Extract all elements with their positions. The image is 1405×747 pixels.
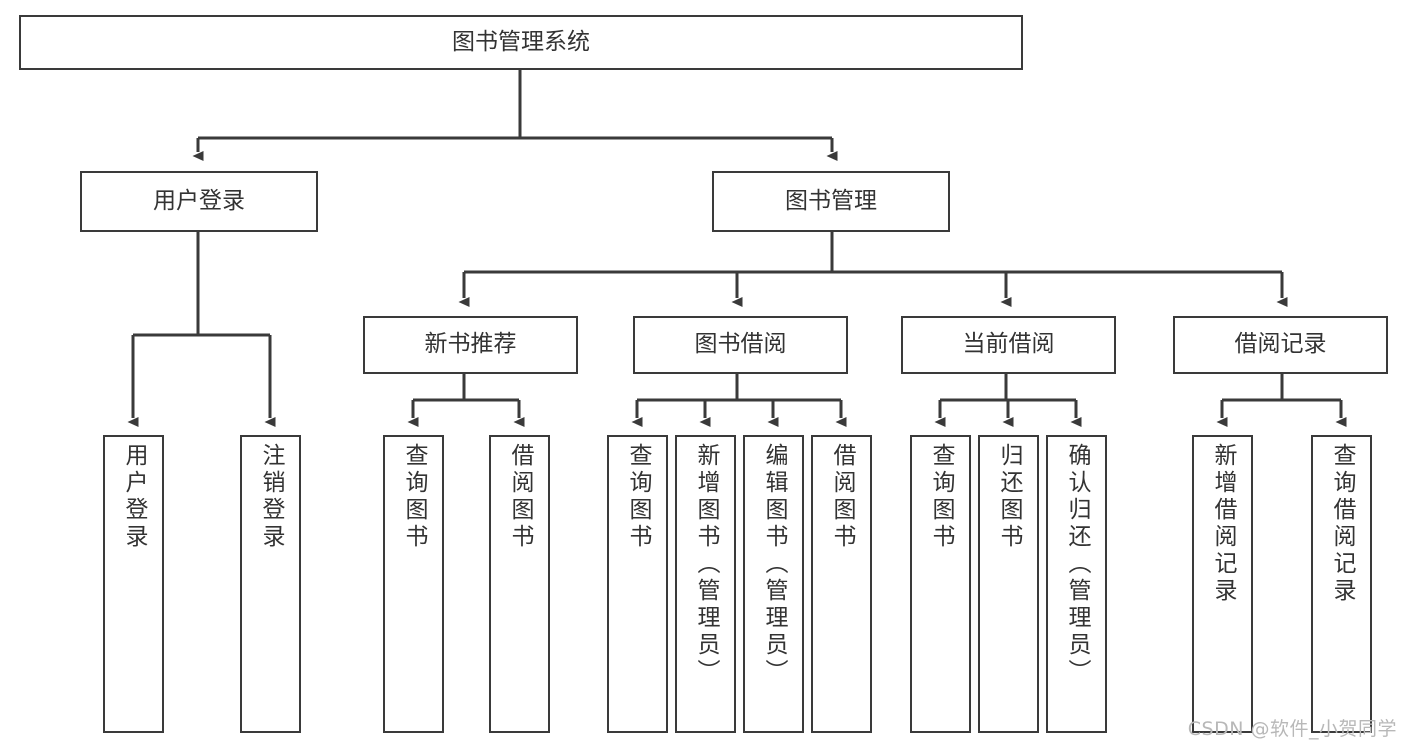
node-new-book-recommend-label: 新书推荐: [424, 331, 517, 358]
leaf-record-add-label: 新增借阅记录: [1210, 443, 1236, 605]
leaf-current-query-book-label: 查询图书: [928, 443, 954, 551]
node-user-login-label: 用户登录: [153, 187, 245, 214]
leaf-record-query[interactable]: 查询借阅记录: [1311, 435, 1372, 733]
leaf-user-login-signin[interactable]: 用户登录: [103, 435, 164, 733]
node-root-label: 图书管理系统: [452, 28, 590, 55]
leaf-borrow-add-book-label: 新增图书（管理员）: [693, 443, 719, 686]
leaf-borrow-borrow-book-label: 借阅图书: [829, 443, 855, 551]
leaf-record-add[interactable]: 新增借阅记录: [1192, 435, 1253, 733]
leaf-user-login-signout[interactable]: 注销登录: [240, 435, 301, 733]
node-borrow-record-label: 借阅记录: [1234, 331, 1327, 358]
node-current-borrow-label: 当前借阅: [962, 331, 1055, 358]
node-book-management-label: 图书管理: [785, 187, 877, 214]
leaf-current-query-book[interactable]: 查询图书: [910, 435, 971, 733]
node-root[interactable]: 图书管理系统: [19, 15, 1023, 70]
leaf-borrow-edit-book[interactable]: 编辑图书（管理员）: [743, 435, 804, 733]
node-book-borrow-label: 图书借阅: [694, 331, 787, 358]
leaf-record-query-label: 查询借阅记录: [1329, 443, 1355, 605]
leaf-user-login-signin-label: 用户登录: [121, 443, 147, 551]
leaf-new-book-query-label: 查询图书: [401, 443, 427, 551]
watermark: CSDN @软件_小贺同学: [1187, 718, 1397, 740]
leaf-borrow-borrow-book[interactable]: 借阅图书: [811, 435, 872, 733]
leaf-new-book-borrow-label: 借阅图书: [507, 443, 533, 551]
leaf-current-confirm-return[interactable]: 确认归还（管理员）: [1046, 435, 1107, 733]
node-current-borrow[interactable]: 当前借阅: [901, 316, 1116, 374]
leaf-current-return-book[interactable]: 归还图书: [978, 435, 1039, 733]
leaf-new-book-query[interactable]: 查询图书: [383, 435, 444, 733]
leaf-borrow-edit-book-label: 编辑图书（管理员）: [761, 443, 787, 686]
leaf-borrow-query-book[interactable]: 查询图书: [607, 435, 668, 733]
leaf-user-login-signout-label: 注销登录: [258, 443, 284, 551]
node-new-book-recommend[interactable]: 新书推荐: [363, 316, 578, 374]
leaf-new-book-borrow[interactable]: 借阅图书: [489, 435, 550, 733]
node-book-borrow[interactable]: 图书借阅: [633, 316, 848, 374]
leaf-current-return-book-label: 归还图书: [996, 443, 1022, 551]
node-book-management[interactable]: 图书管理: [712, 171, 950, 232]
leaf-current-confirm-return-label: 确认归还（管理员）: [1064, 443, 1090, 686]
node-user-login[interactable]: 用户登录: [80, 171, 318, 232]
node-borrow-record[interactable]: 借阅记录: [1173, 316, 1388, 374]
leaf-borrow-add-book[interactable]: 新增图书（管理员）: [675, 435, 736, 733]
leaf-borrow-query-book-label: 查询图书: [625, 443, 651, 551]
